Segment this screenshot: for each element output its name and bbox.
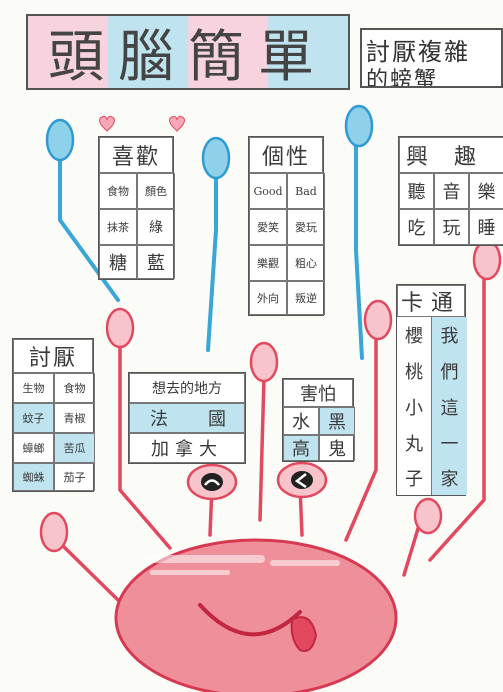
hobbies-cell: 吃 <box>399 209 434 245</box>
hobbies-cell: 睡 <box>469 209 503 245</box>
personality-cell: 粗心 <box>287 245 325 281</box>
dislikes-table: 討厭 生物 食物 蚊子 青椒 蟑螂 苦瓜 蜘蛛 茄子 <box>12 338 95 492</box>
heart-icons <box>99 115 185 132</box>
dislikes-cell: 食物 <box>54 373 95 403</box>
likes-table: 喜歡 食物 顏色 抹茶 綠 糖 藍 <box>98 136 175 280</box>
side-title-line1: 討厭複雜 <box>366 38 470 66</box>
likes-cell: 綠 <box>137 209 175 245</box>
crab-eyes <box>186 461 328 501</box>
cartoon-char: 子 <box>397 461 432 495</box>
hobbies-cell: 玩 <box>434 209 469 245</box>
personality-header: 個性 <box>249 137 323 173</box>
dislikes-cell: 蚊子 <box>13 403 54 433</box>
personality-cell: 愛笑 <box>249 209 287 245</box>
fears-cell: 水 <box>283 407 319 435</box>
blue-antenna-tips <box>45 104 374 180</box>
cartoon-char: 一 <box>440 434 459 455</box>
hobbies-header: 興趣 <box>399 137 503 173</box>
side-title-box: 討厭複雜 的螃蟹 <box>360 28 503 88</box>
crab-tongue <box>290 616 318 652</box>
likes-cell: 食物 <box>99 173 137 209</box>
personality-cell: Good <box>249 173 287 209</box>
dislikes-cell: 苦瓜 <box>54 433 95 463</box>
hobbies-table: 興趣 聽 音 樂 吃 玩 睡 <box>398 136 503 246</box>
fears-cell: 鬼 <box>319 435 355 461</box>
personality-cell: Bad <box>287 173 325 209</box>
cartoon-table: 卡通 櫻 桃 小 丸 子 我 們 這 一 家 <box>396 284 467 496</box>
places-table: 想去的地方 法 國 加拿大 <box>128 372 246 464</box>
red-claws <box>39 239 502 553</box>
dislikes-cell: 蜘蛛 <box>13 463 54 491</box>
dislikes-cell: 生物 <box>13 373 54 403</box>
dislikes-cell: 青椒 <box>54 403 95 433</box>
personality-cell: 叛逆 <box>287 281 325 315</box>
crab-body <box>114 538 398 692</box>
dislikes-cell: 蟑螂 <box>13 433 54 463</box>
side-title-line2: 的螃蟹 <box>366 68 439 88</box>
likes-cell: 糖 <box>99 245 137 279</box>
cartoon-char: 丸 <box>397 425 432 461</box>
main-title-box: 頭腦簡單 <box>26 14 350 90</box>
likes-cell: 抹茶 <box>99 209 137 245</box>
personality-cell: 樂觀 <box>249 245 287 281</box>
places-header: 想去的地方 <box>129 373 245 403</box>
fears-header: 害怕 <box>283 379 353 407</box>
red-legs <box>60 273 486 602</box>
dislikes-header: 討厭 <box>13 339 93 373</box>
places-cell: 國 <box>208 409 226 430</box>
hobbies-cell: 聽 <box>399 173 434 209</box>
personality-table: 個性 Good Bad 愛笑 愛玩 樂觀 粗心 外向 叛逆 <box>248 136 325 316</box>
body-texture <box>145 555 340 575</box>
fears-cell: 黑 <box>319 407 355 435</box>
cartoon-char: 我 <box>440 326 459 347</box>
personality-cell: 愛玩 <box>287 209 325 245</box>
cartoon-char: 桃 <box>397 353 432 389</box>
personality-cell: 外向 <box>249 281 287 315</box>
cartoon-char: 這 <box>440 398 459 419</box>
hobbies-cell: 樂 <box>469 173 503 209</box>
likes-header: 喜歡 <box>99 137 173 173</box>
cartoon-char: 家 <box>440 469 459 490</box>
hobbies-cell: 音 <box>434 173 469 209</box>
main-title: 頭腦簡單 <box>48 24 328 90</box>
cartoon-header: 卡通 <box>397 285 465 317</box>
cartoon-char: 們 <box>440 362 459 383</box>
likes-cell: 藍 <box>137 245 175 279</box>
crab-mouth <box>198 603 302 637</box>
cartoon-char: 小 <box>397 389 432 425</box>
likes-cell: 顏色 <box>137 173 175 209</box>
fears-cell: 高 <box>283 435 319 461</box>
dislikes-cell: 茄子 <box>54 463 95 491</box>
places-cell: 加拿大 <box>129 433 245 463</box>
fears-table: 害怕 水 黑 高 鬼 <box>282 378 355 462</box>
cartoon-char: 櫻 <box>397 317 432 353</box>
places-cell: 法 <box>150 409 168 430</box>
